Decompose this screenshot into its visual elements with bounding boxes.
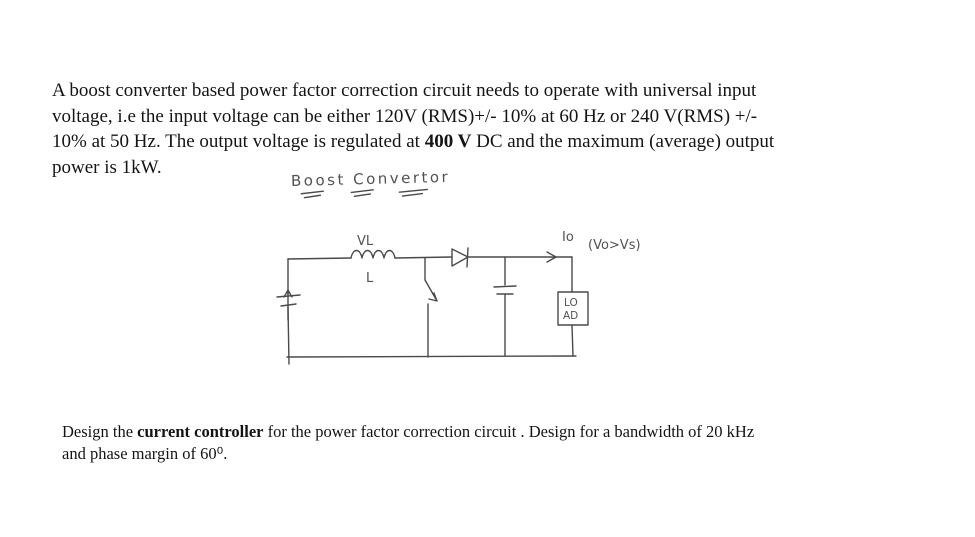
task-statement: Design the current controller for the po…: [62, 421, 754, 465]
switch-branch: [424, 257, 438, 358]
current-controller-bold: current controller: [137, 421, 264, 441]
load-lower-wire: [571, 324, 574, 357]
inductor-coil-icon: [350, 249, 396, 259]
inductor-voltage-label: VL: [357, 234, 374, 249]
diagram-title: Boost Convertor: [291, 168, 451, 190]
output-current-arrow-icon: [546, 251, 557, 263]
diode-bar-icon: [466, 247, 469, 268]
output-current-label: Io: [562, 230, 574, 245]
task-line-1: Design the current controller for the po…: [62, 421, 754, 443]
bottom-rail-wire: [286, 355, 577, 358]
source-arrow-icon: [283, 289, 293, 321]
problem-line-2: voltage, i.e the input voltage can be ei…: [52, 105, 758, 127]
problem-line-3: 10% at 50 Hz. The output voltage is regu…: [52, 129, 774, 155]
load-label-line1: LO: [564, 297, 578, 309]
top-rail-left-wire: [287, 257, 352, 260]
title-underline-marks: [300, 188, 428, 199]
voltage-condition-label: (Vo>Vs): [588, 238, 641, 253]
switch-blade-icon: [424, 279, 438, 302]
load-label-line2: AD: [563, 310, 578, 322]
load-box: [557, 291, 589, 326]
top-rail-mid-wire: [394, 256, 453, 259]
problem-line-3-text-b: DC and the maximum (average) output: [471, 131, 775, 152]
capacitor-branch: [493, 256, 517, 357]
task-line-1-text-b: for the power factor correction circuit …: [263, 421, 755, 441]
task-line-2: and phase margin of 60⁰.: [62, 443, 228, 463]
capacitor-plates-icon: [493, 285, 517, 295]
input-source-branch: [276, 258, 301, 365]
diagram-title-group: Boost Convertor: [291, 168, 451, 199]
inductor-branch: VL L: [287, 234, 453, 286]
output-voltage-bold: 400 V: [424, 131, 472, 152]
task-line-1-text-a: Design the: [62, 421, 138, 441]
problem-line-1: A boost converter based power factor cor…: [52, 80, 757, 101]
load-branch: LO AD: [557, 256, 589, 357]
output-labels-group: Io (Vo>Vs): [546, 230, 641, 263]
diode-triangle-icon: [451, 248, 469, 267]
problem-line-4: power is 1kW.: [52, 156, 162, 178]
problem-line-3-text-a: 10% at 50 Hz. The output voltage is regu…: [52, 131, 425, 152]
inductor-label: L: [366, 271, 374, 286]
problem-statement: A boost converter based power factor cor…: [52, 78, 774, 180]
